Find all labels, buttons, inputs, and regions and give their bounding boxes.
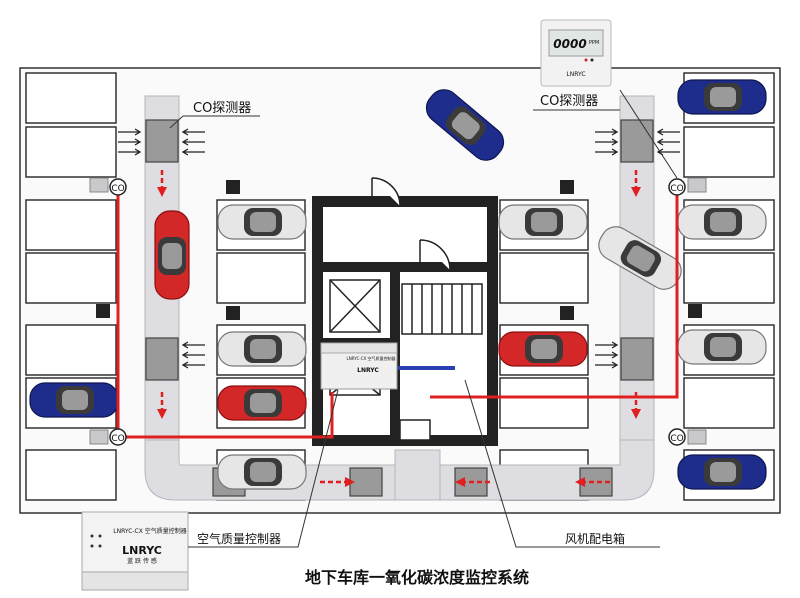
controller-model: LNRYC-CX 空气质量控制器 — [346, 355, 395, 361]
controller-brand: LNRYC — [357, 367, 379, 374]
air-quality-controller-core: LNRYC-CX 空气质量控制器 LNRYC — [320, 342, 398, 390]
detector-display: 0000 — [553, 37, 586, 51]
fan-box-label: 风机配电箱 — [565, 531, 625, 546]
duct-grilles — [145, 119, 654, 497]
red-wiring — [116, 188, 679, 439]
co-marker-text: CO — [670, 184, 683, 194]
controller-photo-model: LNRYC-CX 空气质量控制器 — [113, 527, 187, 535]
air-quality-controller-photo: LNRYC-CX 空气质量控制器 LNRYC 蓝 跃 传 感 — [81, 511, 189, 591]
co-marker-text: CO — [111, 434, 124, 444]
leader-lines — [169, 89, 678, 548]
pillars — [96, 180, 702, 320]
detector-unit: PPM — [589, 40, 599, 46]
controller-photo-sub: 蓝 跃 传 感 — [127, 557, 157, 565]
co-marker-text: CO — [670, 434, 683, 444]
co-markers: CO CO CO CO — [89, 177, 707, 446]
co-marker-text: CO — [111, 184, 124, 194]
air-controller-label: 空气质量控制器 — [197, 531, 281, 546]
left-parking-stalls — [25, 72, 117, 501]
co-detector-device: 0000 PPM LNRYC — [540, 19, 612, 87]
co-detector-right-label: CO探测器 — [540, 94, 598, 109]
central-core — [312, 177, 498, 446]
controller-photo-brand: LNRYC — [122, 544, 162, 557]
detector-brand: LNRYC — [566, 71, 585, 78]
co-detector-left-label: CO探测器 — [193, 101, 251, 116]
diagram-title: 地下车库一氧化碳浓度监控系统 — [305, 568, 529, 587]
